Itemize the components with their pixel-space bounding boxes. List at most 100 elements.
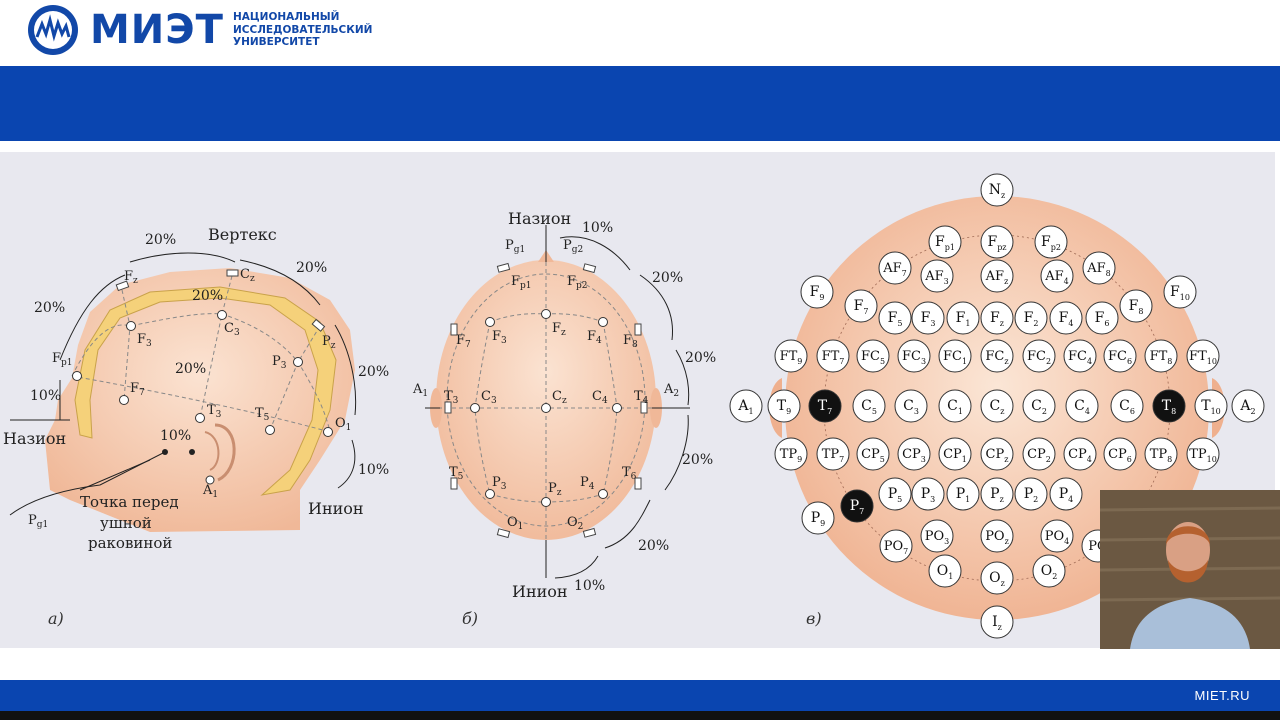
electrode-label: O1 bbox=[335, 416, 351, 433]
electrode-label: T6 bbox=[622, 465, 637, 482]
electrode-cp6: CP6 bbox=[1103, 437, 1137, 471]
electrode-c5: C5 bbox=[852, 389, 886, 423]
electrode-fcz: FCz bbox=[980, 339, 1014, 373]
electrode-label: T5 bbox=[449, 465, 464, 482]
electrode-circle bbox=[938, 437, 972, 471]
electrode-circle bbox=[1231, 389, 1265, 423]
electrode-circle bbox=[897, 339, 931, 373]
electrode-label: FCz bbox=[985, 349, 1008, 366]
electrode-circle bbox=[980, 389, 1014, 423]
electrode-a1: A1 bbox=[729, 389, 763, 423]
miet-logo-icon bbox=[28, 5, 78, 55]
electrode-fc5: FC5 bbox=[856, 339, 890, 373]
electrode-label: C3 bbox=[481, 389, 497, 406]
label-inion: Инион bbox=[512, 582, 568, 601]
electrode-af4: AF4 bbox=[1040, 259, 1074, 293]
electrode-circle bbox=[980, 605, 1014, 639]
footer-url[interactable]: MIET.RU bbox=[1194, 688, 1250, 703]
electrode-label: A1 bbox=[412, 382, 428, 399]
label-preauricular: Точка перед bbox=[80, 493, 179, 511]
electrode-p3: P3 bbox=[911, 477, 945, 511]
electrode-circle bbox=[1085, 301, 1119, 335]
electrode-label: C4 bbox=[592, 389, 608, 406]
electrode-circle bbox=[1144, 339, 1178, 373]
electrode-f7: F7 bbox=[844, 289, 878, 323]
electrode-label: T5 bbox=[255, 406, 270, 423]
electrode-label: AFz bbox=[985, 269, 1009, 286]
electrode-tp10: TP10 bbox=[1186, 437, 1220, 471]
electrode-p4: P4 bbox=[1049, 477, 1083, 511]
electrode-p2: P2 bbox=[1014, 477, 1048, 511]
label-nasion: Назион bbox=[3, 429, 66, 448]
electrode-label: F5 bbox=[888, 310, 903, 328]
electrode-circle bbox=[879, 529, 913, 563]
electrode-f1: F1 bbox=[946, 301, 980, 335]
caption-a: а) bbox=[48, 609, 64, 628]
brand-subtitle-line: ИССЛЕДОВАТЕЛЬСКИЙ bbox=[233, 23, 373, 36]
label-percent: 20% bbox=[358, 364, 389, 380]
electrode-circle bbox=[980, 519, 1014, 553]
electrode-label: F6 bbox=[1095, 310, 1110, 328]
electrode-label: F4 bbox=[587, 329, 602, 346]
electrode-label: Fz bbox=[124, 269, 138, 286]
electrode-label: FC2 bbox=[1027, 349, 1051, 366]
electrode-label: T7 bbox=[818, 398, 832, 416]
electrode-circle bbox=[1032, 554, 1066, 588]
electrode-a2: A2 bbox=[1231, 389, 1265, 423]
electrode-c6: C6 bbox=[1110, 389, 1144, 423]
electrode-circle bbox=[1065, 389, 1099, 423]
electrode-label: FC4 bbox=[1068, 349, 1092, 366]
electrode-label: P3 bbox=[921, 486, 936, 504]
electrode-cp5: CP5 bbox=[856, 437, 890, 471]
electrode-circle bbox=[852, 389, 886, 423]
electrode-p1: P1 bbox=[946, 477, 980, 511]
electrode-circle bbox=[920, 259, 954, 293]
label-percent: 10% bbox=[160, 428, 191, 444]
electrode-f2: F2 bbox=[1014, 301, 1048, 335]
electrode-poz: POz bbox=[980, 519, 1014, 553]
electrode-label: TP9 bbox=[780, 447, 803, 464]
electrode-circle bbox=[856, 437, 890, 471]
title-band bbox=[0, 66, 1280, 141]
electrode-f6: F6 bbox=[1085, 301, 1119, 335]
electrode-label: CP3 bbox=[902, 447, 926, 464]
presenter-video-frame bbox=[1100, 490, 1280, 649]
electrode-label: Fp1 bbox=[935, 234, 955, 252]
electrode-circle bbox=[1014, 301, 1048, 335]
caption-c: в) bbox=[806, 609, 822, 628]
electrode-t7: T7 bbox=[808, 389, 842, 423]
electrode-cz: Cz bbox=[980, 389, 1014, 423]
electrode-circle bbox=[808, 389, 842, 423]
electrode-iz: Iz bbox=[980, 605, 1014, 639]
electrode-label: FC1 bbox=[943, 349, 967, 366]
electrode-label: Fpz bbox=[987, 234, 1006, 252]
electrode-label: TP10 bbox=[1189, 447, 1217, 464]
webcam-video[interactable] bbox=[1100, 490, 1280, 649]
electrode-label: A2 bbox=[1239, 398, 1255, 416]
electrode-label: F2 bbox=[1024, 310, 1039, 328]
figure-a-side-view: Вертекс 20% 20% 20% 20% 20% 20% 10% 10% … bbox=[3, 225, 389, 628]
electrode-circle bbox=[980, 225, 1014, 259]
electrode-circle bbox=[767, 389, 801, 423]
electrode-circle bbox=[911, 477, 945, 511]
electrode-fc4: FC4 bbox=[1063, 339, 1097, 373]
electrode-fc6: FC6 bbox=[1103, 339, 1137, 373]
electrode-fz: Fz bbox=[980, 301, 1014, 335]
electrode-label: CP6 bbox=[1108, 447, 1132, 464]
electrode-label: F8 bbox=[623, 333, 638, 350]
ear-point bbox=[189, 449, 195, 455]
electrode-label: F7 bbox=[456, 333, 471, 350]
slide-content: Вертекс 20% 20% 20% 20% 20% 20% 10% 10% … bbox=[0, 152, 1275, 648]
figure-b-top-view: Назион Инион 10% 10% 20% 20% 20% 20% Pg1… bbox=[412, 209, 716, 628]
electrode-circle bbox=[980, 259, 1014, 293]
electrode-pad bbox=[115, 280, 130, 292]
electrode-label: CPz bbox=[986, 447, 1009, 464]
label-percent: 20% bbox=[34, 300, 65, 316]
electrode-tp7: TP7 bbox=[816, 437, 850, 471]
electrode-label: C6 bbox=[1119, 398, 1135, 416]
electrode-circle bbox=[980, 301, 1014, 335]
electrode-circle bbox=[801, 501, 835, 535]
electrode-circle bbox=[878, 477, 912, 511]
electrode-label: T8 bbox=[1162, 398, 1176, 416]
electrode-circle bbox=[928, 225, 962, 259]
